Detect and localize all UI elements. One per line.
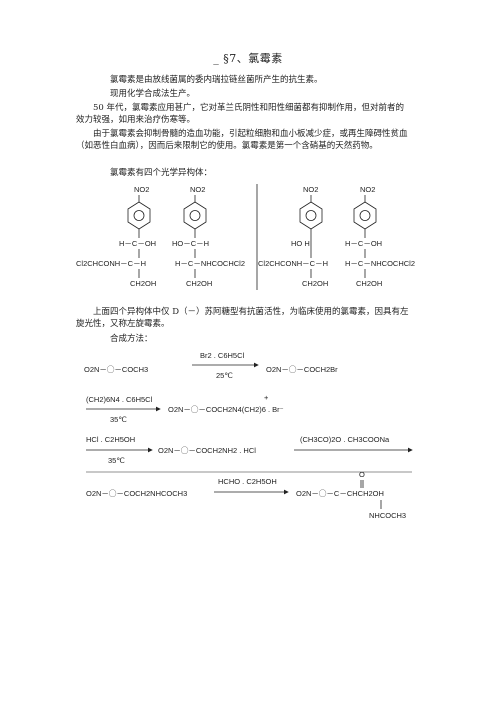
hydroxymethyl-label: CH2OH — [302, 279, 328, 288]
reagent-label: (CH3CO)2O . CH3COONa — [300, 435, 390, 444]
paragraph-synthesis-intro: 合成方法： — [110, 334, 153, 344]
charge-sign: + — [264, 393, 269, 402]
stereocenter-label: HO－C－H — [172, 239, 209, 248]
hydroxymethyl-label: CH2OH — [356, 279, 382, 288]
stereocenter-label: H－C－NHCOCHCl2 — [175, 259, 245, 268]
reagent-label: Br2 . C6H5Cl — [200, 351, 245, 360]
product-formula: O2N－◯－C－CHCH2OH — [296, 489, 384, 498]
section-title: _ §7、氯霉素 — [213, 52, 283, 65]
stereocenter-label: H－C－OH — [119, 239, 156, 248]
stereocenter-label: H－C－NHCOCHCl2 — [345, 259, 415, 268]
nitro-group-label: NO2 — [190, 185, 205, 194]
reactant-formula: O2N－◯－COCH3 — [84, 365, 148, 374]
paragraph-isomers-intro: 氯霉素有四个光学异构体： — [110, 168, 213, 178]
nitro-group-label: NO2 — [134, 185, 149, 194]
isomer-structures: NO2 H－C－OH Cl2CHCONH－C－H CH2OH NO2 HO－C－… — [76, 184, 415, 290]
isomer-4: NO2 H－C－OH H－C－NHCOCHCl2 CH2OH — [345, 185, 415, 288]
synthesis-step-4: (CH3CO)2O . CH3COONa — [86, 435, 413, 473]
stereocenter-label: Cl2CHCONH－C－H — [258, 259, 328, 268]
substituent-label: NHCOCH3 — [369, 511, 406, 520]
isomer-2: NO2 HO－C－H H－C－NHCOCHCl2 CH2OH — [172, 185, 245, 288]
synthesis-step-1: O2N－◯－COCH3 Br2 . C6H5Cl 25℃ O2N－◯－COCH2… — [84, 351, 338, 380]
isomer-1: NO2 H－C－OH Cl2CHCONH－C－H CH2OH — [76, 185, 156, 288]
paragraph-side-effects: 由于氯霉素会抑制骨髓的造血功能，引起粒细胞和血小板减少症，或再生障碍性贫血（如恶… — [76, 129, 408, 151]
nitro-group-label: NO2 — [303, 185, 318, 194]
paragraph-intro: 氯霉素是由放线菌属的委内瑞拉链丝菌所产生的抗生素。 — [110, 75, 323, 85]
paragraph-current-method: 现用化学合成法生产。 — [110, 89, 196, 99]
synthesis-step-2: (CH2)6N4 . C6H5Cl 35℃ + O2N－◯－COCH2N4(CH… — [86, 393, 284, 424]
stereocenter-label: Cl2CHCONH－C－H — [76, 259, 146, 268]
product-formula: O2N－◯－COCH2NH2 . HCl — [158, 446, 256, 455]
stereocenter-label: H－C－OH — [345, 239, 382, 248]
synthesis-step-3: HCl . C2H5OH 35℃ O2N－◯－COCH2NH2 . HCl — [86, 435, 256, 465]
paragraph-history: 50 年代，氯霉素应用甚广，它对革兰氏阴性和阳性细菌都有抑制作用，但对前者的效力… — [76, 103, 405, 125]
reactant-formula: O2N－◯－COCH2NHCOCH3 — [86, 489, 187, 498]
synthesis-step-5: O2N－◯－COCH2NHCOCH3 HCHO . C2H5OH O O2N－◯… — [86, 470, 406, 520]
paragraph-isomer-note: 上面四个异构体中仅 D（－）苏阿糖型有抗菌活性，为临床使用的氯霉素，因具有左旋光… — [76, 307, 409, 329]
nitro-group-label: NO2 — [360, 185, 375, 194]
synthesis-scheme: O2N－◯－COCH3 Br2 . C6H5Cl 25℃ O2N－◯－COCH2… — [84, 351, 413, 520]
reagent-label: HCl . C2H5OH — [86, 435, 135, 444]
reagent-label: (CH2)6N4 . C6H5Cl — [86, 395, 153, 404]
isomer-3: NO2 HO H Cl2CHCONH－C－H CH2OH — [258, 185, 328, 288]
hydroxymethyl-label: CH2OH — [186, 279, 212, 288]
product-formula: O2N－◯－COCH2Br — [266, 365, 338, 374]
carbonyl-oxygen-label: O — [359, 470, 365, 479]
hydroxymethyl-label: CH2OH — [130, 279, 156, 288]
product-formula: O2N－◯－COCH2N4(CH2)6 . Br⁻ — [168, 405, 284, 414]
stereocenter-label: HO H — [291, 239, 310, 248]
temperature-label: 35℃ — [110, 415, 127, 424]
temperature-label: 35℃ — [108, 456, 125, 465]
reagent-label: HCHO . C2H5OH — [218, 477, 277, 486]
temperature-label: 25℃ — [216, 371, 233, 380]
